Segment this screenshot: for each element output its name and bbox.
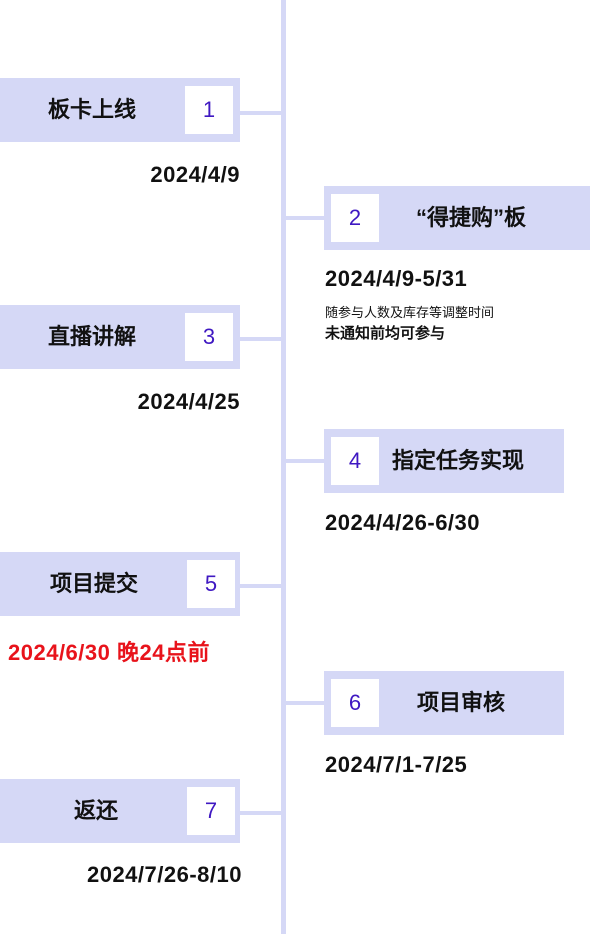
milestone-label-7: 返还 [74,798,119,823]
milestone-number-4: 4 [331,437,379,485]
milestone-date-2: 2024/4/9-5/31 [325,266,468,291]
milestone-number-2: 2 [331,194,379,242]
milestone-box-7: 返还 7 [0,779,240,843]
connector-2 [286,216,324,220]
milestone-date-6: 2024/7/1-7/25 [325,752,468,777]
milestone-box-2: 2 “得捷购”板 [324,186,590,250]
milestone-label-4: 指定任务实现 [392,448,525,473]
milestone-box-6: 6 项目审核 [324,671,564,735]
connector-7 [240,811,282,815]
connector-5 [240,584,282,588]
milestone-box-1: 板卡上线 1 [0,78,240,142]
milestone-box-3: 直播讲解 3 [0,305,240,369]
milestone-box-5: 项目提交 5 [0,552,240,616]
milestone-number-1: 1 [185,86,233,134]
milestone-date-3: 2024/4/25 [137,389,240,414]
milestone-note-2b: 未通知前均可参与 [325,325,446,342]
milestone-label-1: 板卡上线 [48,97,137,122]
milestone-date-5: 2024/6/30 晚24点前 [8,640,210,665]
milestone-number-3: 3 [185,313,233,361]
milestone-date-7: 2024/7/26-8/10 [86,862,242,887]
connector-3 [240,337,282,341]
milestone-label-2: “得捷购”板 [416,205,527,230]
connector-4 [286,459,324,463]
milestone-date-4: 2024/4/26-6/30 [325,510,481,535]
milestone-number-7: 7 [187,787,235,835]
milestone-box-4: 4 指定任务实现 [324,429,564,493]
timeline-axis [281,0,286,934]
connector-6 [286,701,324,705]
milestone-number-5: 5 [187,560,235,608]
milestone-label-3: 直播讲解 [48,324,137,349]
milestone-label-5: 项目提交 [50,571,139,596]
milestone-label-6: 项目审核 [417,690,506,715]
connector-1 [240,111,282,115]
milestone-note-2a: 随参与人数及库存等调整时间 [325,305,495,320]
milestone-number-6: 6 [331,679,379,727]
milestone-date-1: 2024/4/9 [150,162,240,187]
